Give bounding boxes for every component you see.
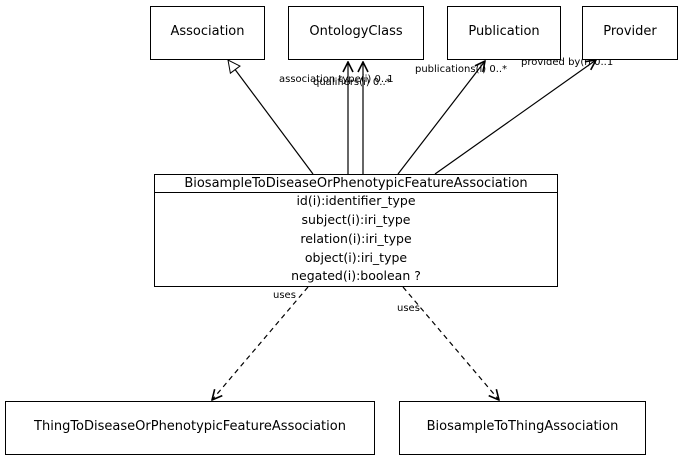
class-biosample-to-disease-or-phenotypic-feature-association[interactable]: BiosampleToDiseaseOrPhenotypicFeatureAss… — [154, 174, 558, 287]
class-name: Provider — [603, 24, 657, 39]
edge-label-uses-right: uses — [397, 303, 420, 314]
class-name: BiosampleToThingAssociation — [427, 419, 619, 434]
uses-edge-left — [212, 286, 309, 400]
edge-label-uses-left: uses — [273, 290, 296, 301]
uses-edge-right — [402, 286, 499, 400]
class-association[interactable]: Association — [150, 6, 265, 60]
edge-label-provided-by: provided by(i) 0..1 — [521, 57, 613, 68]
class-name: ThingToDiseaseOrPhenotypicFeatureAssocia… — [33, 419, 346, 434]
class-ontology-class[interactable]: OntologyClass — [288, 6, 424, 60]
edge-label-qualifiers: qualifiers(i) 0..* — [313, 77, 391, 88]
class-name: Association — [170, 24, 244, 39]
edge-provided-by — [434, 60, 596, 175]
inheritance-edge-association — [228, 60, 314, 175]
class-name: Publication — [468, 24, 539, 39]
attribute-object: object(i):iri_type — [305, 250, 408, 265]
class-thing-to-disease-or-phenotypic-feature-association[interactable]: ThingToDiseaseOrPhenotypicFeatureAssocia… — [5, 401, 375, 455]
attribute-id: id(i):identifier_type — [296, 193, 415, 208]
class-provider[interactable]: Provider — [582, 6, 678, 60]
attribute-subject: subject(i):iri_type — [301, 212, 410, 227]
class-name: BiosampleToDiseaseOrPhenotypicFeatureAss… — [184, 176, 527, 191]
attribute-relation: relation(i):iri_type — [300, 231, 412, 246]
class-biosample-to-thing-association[interactable]: BiosampleToThingAssociation — [399, 401, 646, 455]
edge-publications — [397, 61, 485, 175]
class-publication[interactable]: Publication — [447, 6, 561, 60]
edge-label-publications: publications(i) 0..* — [415, 64, 507, 75]
edge-label-association-type: association type(i) 0..1 — [279, 74, 394, 85]
class-name: OntologyClass — [309, 24, 402, 39]
attribute-negated: negated(i):boolean ? — [291, 268, 421, 283]
